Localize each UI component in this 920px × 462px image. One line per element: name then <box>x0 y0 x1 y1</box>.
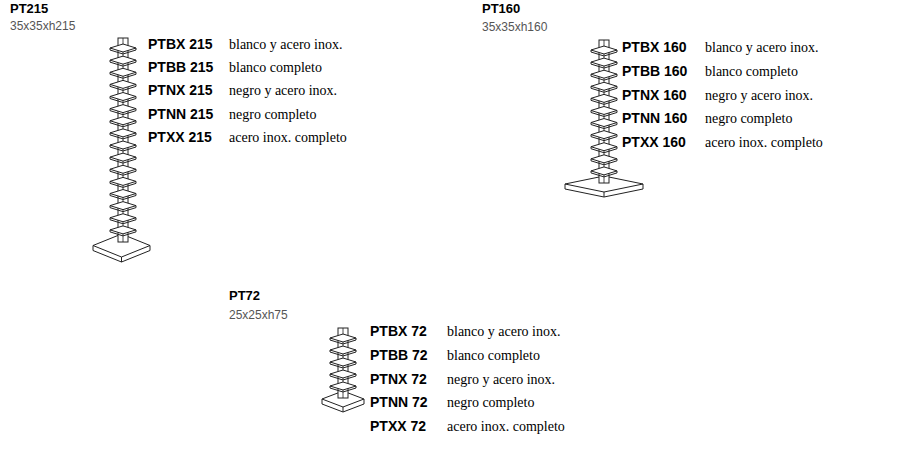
dimensions: 35x35xh215 <box>10 20 75 33</box>
tower-pt215 <box>121 257 122 262</box>
tower-pt215 <box>93 246 150 263</box>
dimensions: 25x25xh75 <box>229 309 288 322</box>
product-code: PTNN 160 <box>622 111 687 126</box>
tower-pt160 <box>591 161 617 165</box>
tower-pt72 <box>330 376 356 380</box>
tower-pt215 <box>110 74 136 78</box>
tower-pt160 <box>591 52 617 56</box>
product-code: PTBB 215 <box>148 60 213 75</box>
tower-pt215 <box>110 50 136 54</box>
tower-pt72 <box>330 388 356 392</box>
finish-description: blanco y acero inox. <box>447 324 561 339</box>
tower-pt160 <box>591 149 617 153</box>
tower-pt215 <box>110 196 136 200</box>
tower-pt215 <box>110 123 136 127</box>
tower-pt215 <box>110 208 136 212</box>
product-code: PTXX 160 <box>622 135 686 150</box>
product-code: PTNX 215 <box>148 83 213 98</box>
tower-pt72 <box>343 407 344 412</box>
product-code: PTNN 215 <box>148 107 213 122</box>
tower-pt160 <box>591 76 617 80</box>
finish-description: negro y acero inox. <box>447 372 555 387</box>
finish-description: blanco y acero inox. <box>229 37 343 52</box>
product-code: PTNX 72 <box>370 372 427 387</box>
finish-description: blanco completo <box>705 64 798 79</box>
tower-pt72 <box>330 364 356 368</box>
tower-pt160 <box>591 100 617 104</box>
tower-pt72 <box>330 340 356 344</box>
finish-description: acero inox. completo <box>447 419 565 434</box>
product-code: PTBX 215 <box>148 37 213 52</box>
tower-pt215 <box>110 183 136 187</box>
product-code: PTBX 72 <box>370 324 427 339</box>
finish-description: blanco y acero inox. <box>705 40 819 55</box>
finish-description: negro completo <box>229 107 316 122</box>
product-code: PTBX 160 <box>622 40 687 55</box>
finish-description: blanco completo <box>447 348 540 363</box>
product-code: PTNX 160 <box>622 88 687 103</box>
tower-pt215 <box>110 159 136 163</box>
product-code: PTNN 72 <box>370 395 428 410</box>
tower-pt215 <box>110 135 136 139</box>
tower-pt160 <box>591 137 617 141</box>
tower-pt215 <box>110 147 136 151</box>
tower-pt160 <box>591 112 617 116</box>
tower-pt215 <box>110 111 136 115</box>
finish-description: blanco completo <box>229 60 322 75</box>
tower-pt72 <box>330 352 356 356</box>
dimensions: 35x35xh160 <box>482 21 547 34</box>
tower-pt160 <box>591 125 617 129</box>
product-name: PT72 <box>229 289 260 303</box>
product-code: PTXX 72 <box>370 419 426 434</box>
product-code: PTBB 72 <box>370 348 428 363</box>
tower-pt72 <box>322 399 364 412</box>
finish-description: acero inox. completo <box>229 130 347 145</box>
finish-description: negro completo <box>447 395 534 410</box>
tower-pt160 <box>591 88 617 92</box>
tower-pt215 <box>110 86 136 90</box>
finish-description: negro completo <box>705 111 792 126</box>
tower-pt160 <box>565 184 643 197</box>
finish-description: negro y acero inox. <box>705 88 813 103</box>
tower-pt160 <box>591 173 617 177</box>
tower-pt215 <box>110 99 136 103</box>
tower-pt160 <box>604 192 605 197</box>
product-name: PT160 <box>482 2 520 16</box>
product-name: PT215 <box>10 2 48 16</box>
tower-pt215 <box>110 220 136 224</box>
tower-pt215 <box>110 171 136 175</box>
finish-description: acero inox. completo <box>705 135 823 150</box>
tower-pt160 <box>591 64 617 68</box>
tower-pt215 <box>110 62 136 66</box>
tower-pt215 <box>110 232 136 236</box>
product-code: PTBB 160 <box>622 64 687 79</box>
product-code: PTXX 215 <box>148 130 212 145</box>
finish-description: negro y acero inox. <box>229 83 337 98</box>
